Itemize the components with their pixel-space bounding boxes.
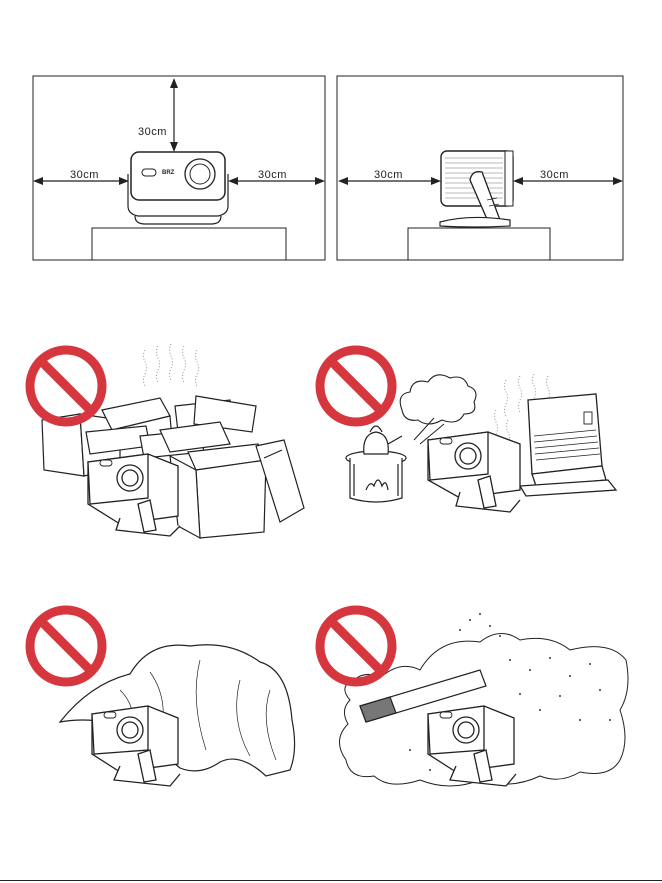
heat-waves-icon (144, 344, 199, 386)
footer-rule (0, 880, 662, 881)
projector-angled-icon (88, 454, 180, 536)
prohibition-icon (30, 350, 102, 422)
projector-angled-icon (428, 432, 520, 512)
warning-no-covering (20, 600, 320, 810)
prohibition-icon (320, 610, 392, 682)
prohibition-icon (320, 350, 392, 422)
heater-icon (520, 394, 616, 496)
kettle-icon (364, 426, 402, 454)
side-left-distance: 30cm (374, 169, 403, 181)
prohibition-icon (30, 610, 102, 682)
front-top-distance: 30cm (138, 126, 167, 138)
side-right-distance: 30cm (540, 169, 569, 181)
warning-no-heat-sources (310, 340, 630, 550)
side-table (408, 228, 550, 260)
stove-icon (346, 451, 406, 502)
svg-text:BRZ: BRZ (162, 170, 175, 176)
front-left-distance: 30cm (70, 169, 99, 181)
front-clearance-panel: BRZ 30cm 30cm 30cm (0, 0, 662, 300)
projector-front-icon: BRZ (128, 152, 228, 224)
warning-no-enclosed-space (20, 340, 320, 550)
front-top-arrow (170, 78, 178, 152)
projector-angled-icon (92, 706, 180, 786)
projector-side-icon (440, 151, 513, 227)
front-right-distance: 30cm (258, 169, 287, 181)
warning-no-smoke (310, 600, 640, 810)
steam-cloud-icon (400, 375, 476, 424)
front-table (92, 228, 286, 260)
